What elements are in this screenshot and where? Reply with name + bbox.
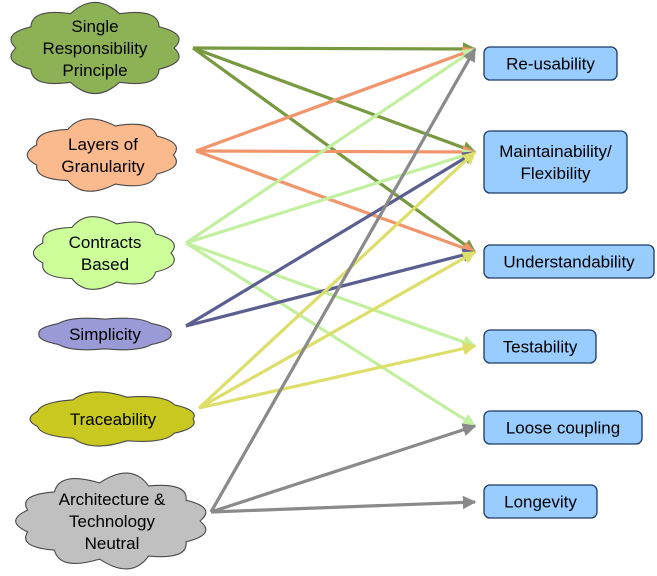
cloud-label: Layers of: [68, 135, 138, 154]
box-shape: [483, 244, 655, 279]
box-maintainability: Maintainability/Flexibility: [483, 130, 628, 194]
cloud-label: Architecture &: [59, 490, 166, 509]
cloud-shape: [15, 472, 207, 570]
box-reusability: Re-usability: [483, 46, 618, 81]
arrow-layer: [185, 42, 477, 514]
cloud-label: Based: [81, 255, 129, 274]
cloud-label: Contracts: [69, 233, 142, 252]
cloud-label: Neutral: [85, 534, 140, 553]
arrow-traceability-to-testability: [198, 342, 477, 410]
box-label: Longevity: [504, 493, 577, 512]
cloud-shape: [10, 1, 180, 95]
cloud-traceability: Traceability: [29, 391, 195, 447]
box-layer: Re-usabilityMaintainability/FlexibilityU…: [483, 46, 655, 519]
arrow-contracts-to-testability: [185, 241, 477, 349]
cloud-shape: [26, 118, 177, 192]
box-longevity: Longevity: [483, 484, 598, 519]
cloud-label: Responsibility: [43, 39, 148, 58]
arrow-simplicity-to-maintainability: [185, 150, 477, 328]
cloud-label: Granularity: [61, 157, 145, 176]
cloud-label: Principle: [62, 61, 127, 80]
cloud-shape: [29, 391, 195, 447]
box-label: Flexibility: [521, 164, 591, 183]
cloud-label: Simplicity: [69, 325, 141, 344]
box-loose: Loose coupling: [483, 410, 643, 445]
cloud-label: Single: [71, 17, 118, 36]
box-label: Understandability: [503, 253, 635, 272]
arrow-arch-to-reusability: [209, 47, 477, 513]
cloud-simplicity: Simplicity: [38, 317, 172, 351]
box-understandability: Understandability: [483, 244, 655, 279]
arrow-contracts-to-maintainability: [185, 149, 477, 245]
arrow-traceability-to-understandability: [198, 250, 477, 410]
arrow-layers-to-understandability: [195, 149, 477, 255]
box-label: Loose coupling: [506, 419, 620, 438]
cloud-layers: Layers of Granularity: [26, 118, 177, 192]
box-label: Re-usability: [506, 55, 595, 74]
arrow-contracts-to-reusability: [185, 47, 477, 245]
box-testability: Testability: [483, 329, 597, 364]
box-label: Maintainability/: [499, 142, 612, 161]
box-shape: [483, 130, 628, 194]
box-shape: [483, 410, 643, 445]
arrow-srp-to-reusability: [192, 42, 477, 56]
cloud-label: Traceability: [70, 410, 157, 429]
box-shape: [483, 329, 597, 364]
arrow-simplicity-to-understandability: [185, 248, 477, 328]
arrow-layers-to-maintainability: [195, 145, 477, 159]
cloud-label: Technology: [69, 512, 156, 531]
box-shape: [483, 46, 618, 81]
arrow-traceability-to-maintainability: [197, 150, 477, 410]
box-label: Testability: [503, 338, 578, 357]
cloud-shape: [32, 216, 175, 290]
box-shape: [483, 484, 598, 519]
arrow-arch-to-loose: [210, 423, 477, 514]
arrow-arch-to-longevity: [210, 495, 477, 514]
arrow-layers-to-reusability: [195, 46, 477, 153]
cloud-shape: [38, 317, 172, 351]
